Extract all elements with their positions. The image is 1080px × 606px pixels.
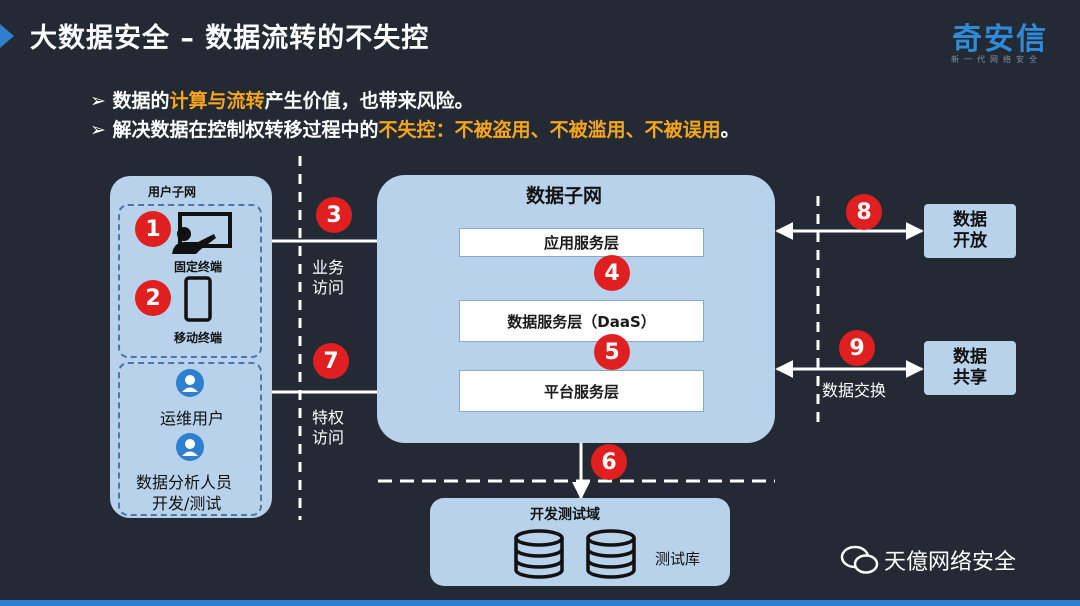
marker-3: 3 — [316, 197, 352, 233]
marker-7: 7 — [313, 343, 349, 379]
marker-9: 9 — [839, 330, 875, 366]
data-subnet-title: 数据子网 — [526, 185, 603, 207]
bullet-1: ➢ 数据的计算与流转产生价值，也带来风险。 — [90, 86, 474, 113]
data-exchange-label: 数据交换 — [822, 381, 887, 400]
analyst-avatar-icon — [176, 433, 204, 461]
data-share-line2: 共享 — [953, 368, 987, 388]
data-open-box: 数据开放 — [924, 204, 1016, 258]
page-title: 大数据安全 – 数据流转的不失控 — [30, 23, 430, 54]
bullet-2-highlight-2: 不被盗用、不被滥用、不被误用 — [454, 119, 721, 141]
dev-test-domain-panel — [430, 498, 730, 586]
data-share-box: 数据共享 — [924, 341, 1016, 395]
footer-accent-bar — [0, 600, 1080, 606]
test-db-label: 测试库 — [655, 550, 701, 568]
data-share-line1: 数据 — [953, 347, 987, 367]
marker-2: 2 — [135, 280, 171, 316]
marker-5: 5 — [594, 334, 630, 370]
watermark-text: 天億网络安全 — [884, 550, 1017, 575]
platform-service-layer: 平台服务层 — [459, 370, 704, 412]
bullet-2: ➢ 解决数据在控制权转移过程中的不失控：不被盗用、不被滥用、不被误用。 — [90, 115, 740, 142]
business-access-label: 业务访问 — [312, 258, 344, 298]
bullet-1-prefix: ➢ 数据的 — [90, 90, 170, 112]
ops-user-label: 运维用户 — [160, 409, 225, 428]
company-logo: 奇安信 — [952, 22, 1048, 57]
analyst-label-line2: 开发/测试 — [152, 494, 222, 513]
marker-8: 8 — [846, 194, 882, 230]
database-icon — [513, 528, 643, 584]
bullet-2-highlight-1: 不失控 — [378, 119, 436, 141]
user-subnet-title: 用户子网 — [148, 185, 197, 199]
internal-user-group — [118, 362, 262, 516]
marker-6: 6 — [591, 444, 627, 480]
data-open-line1: 数据 — [953, 210, 987, 230]
marker-1: 1 — [135, 211, 171, 247]
bullet-2-colon: ： — [435, 119, 455, 141]
wechat-icon — [840, 545, 880, 579]
presenter-screen-icon — [170, 212, 232, 254]
fixed-terminal-label: 固定终端 — [174, 260, 223, 274]
bullet-2-prefix: ➢ 解决数据在控制权转移过程中的 — [90, 119, 379, 141]
marker-4: 4 — [594, 255, 630, 291]
title-accent-arrow — [0, 24, 14, 48]
bullet-1-highlight: 计算与流转 — [169, 90, 265, 112]
daas-layer: 数据服务层（DaaS） — [459, 300, 704, 342]
company-logo-tagline: 新一代网络安全 — [951, 55, 1042, 64]
business-access-line2: 访问 — [312, 278, 345, 297]
bullet-2-suffix: 。 — [720, 119, 740, 141]
dev-test-domain-title: 开发测试域 — [530, 507, 600, 523]
privileged-access-line1: 特权 — [312, 408, 345, 427]
terminal-group — [118, 204, 262, 358]
data-open-line2: 开放 — [953, 231, 987, 251]
business-access-line1: 业务 — [312, 258, 345, 277]
ops-user-avatar-icon — [176, 369, 204, 397]
bullet-1-suffix: 产生价值，也带来风险。 — [264, 90, 474, 112]
mobile-terminal-label: 移动终端 — [174, 331, 223, 345]
mobile-phone-icon — [184, 276, 212, 326]
privileged-access-label: 特权访问 — [312, 408, 344, 448]
analyst-label-line1: 数据分析人员 — [136, 473, 233, 492]
privileged-access-line2: 访问 — [312, 428, 345, 447]
app-service-layer: 应用服务层 — [459, 228, 704, 257]
